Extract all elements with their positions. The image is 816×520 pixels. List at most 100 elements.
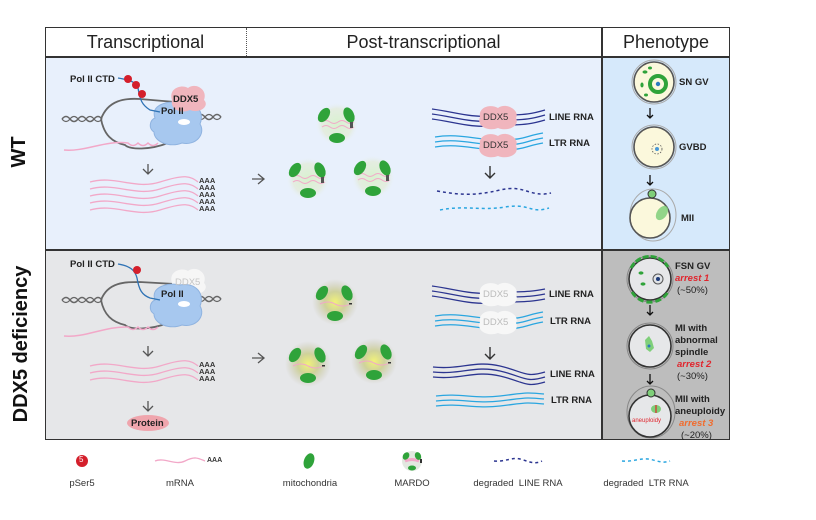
pser5-icon-glyph: 5	[79, 455, 84, 464]
def-mardo-1	[312, 279, 358, 325]
wt-ddx5-line-label: DDX5	[483, 112, 509, 123]
wt-mrna-bundle	[89, 176, 199, 214]
row-divider	[45, 249, 730, 251]
mrna-icon-polya: AAA	[207, 457, 223, 464]
column-header-phenotype: Phenotype	[622, 31, 710, 52]
column-header-transcriptional: Transcriptional	[86, 31, 205, 52]
arrest-3-percent: (~20%)	[681, 430, 712, 441]
degraded-line-rna-icon	[493, 457, 543, 464]
polya-tail: AAA	[199, 204, 216, 213]
phenotype-divider	[601, 27, 603, 440]
wt-pol-ii-ctd-label: Pol II CTD	[70, 74, 115, 85]
legend-label-mardo: MARDO	[394, 478, 430, 489]
polya-tail: AAA	[199, 197, 216, 206]
def-mardo-2	[285, 341, 331, 387]
wt-phenotype-sn-gv	[631, 59, 677, 105]
def-line-rna-label: LINE RNA	[549, 289, 594, 300]
def-pheno-arrow-2	[646, 374, 654, 385]
wt-phenotype-mii	[629, 188, 677, 242]
wt-ddx5-ltr-label: DDX5	[483, 140, 509, 151]
polya-tail: AAA	[199, 360, 216, 369]
pheno-sn-gv-label: SN GV	[679, 77, 709, 88]
transcriptional-dotted-divider	[246, 28, 247, 56]
pser5-icon	[76, 455, 88, 467]
def-accumulation-arrow	[484, 347, 496, 360]
def-pol-ii-shape	[149, 283, 203, 328]
def-pol-ii-label: Pol II	[161, 289, 184, 300]
def-polya-list: AAA AAA AAA	[199, 360, 216, 383]
arrest-2-percent: (~30%)	[677, 371, 708, 382]
def-pol-ii-ctd-label: Pol II CTD	[70, 259, 115, 270]
def-line-rna-accumulated	[432, 363, 546, 386]
def-ltr-rna-accumulated-label: LTR RNA	[551, 395, 592, 406]
wt-dna-left	[61, 115, 103, 123]
arrest-3-label: arrest 3	[679, 418, 714, 429]
legend-label-mrna: mRNA	[166, 478, 194, 489]
wt-pser5-2	[132, 81, 140, 89]
def-transcription-scene	[61, 263, 266, 431]
polya-tail: AAA	[199, 176, 216, 185]
wt-degradation-arrow	[484, 166, 496, 179]
def-mardo-group	[285, 279, 397, 387]
pheno-gvbd-label: GVBD	[679, 142, 707, 153]
protein-label: Protein	[131, 418, 164, 429]
wt-mardo-3	[351, 155, 395, 199]
diagram-frame	[45, 27, 730, 440]
def-ddx5-label-faded: DDX5	[175, 277, 201, 288]
wt-pser5-1	[124, 75, 132, 83]
wt-nascent-mrna	[63, 141, 159, 151]
wt-pser5-3	[138, 90, 146, 98]
def-ddx5-ltr-label: DDX5	[483, 317, 509, 328]
aneuploidy-inner-label: aneuploidy	[632, 418, 662, 424]
polya-tail: AAA	[199, 367, 216, 376]
wt-line-rna-label: LINE RNA	[549, 112, 594, 123]
wt-ltr-rna-label: LTR RNA	[549, 138, 590, 149]
def-ddx5-line-label: DDX5	[483, 289, 509, 300]
pheno-fsn-gv-label: FSN GV arrest 1 (~50%)	[675, 261, 711, 296]
legend-icons	[76, 451, 671, 471]
arrest-2-label: arrest 2	[677, 359, 712, 370]
wt-pheno-arrow-2	[646, 175, 654, 186]
arrest-1-label: arrest 1	[675, 273, 710, 284]
wt-ddx5-label: DDX5	[173, 94, 199, 105]
mitochondria-icon	[303, 453, 315, 469]
def-ltr-rna-accumulated	[435, 392, 545, 408]
wt-polya-list: AAA AAA AAA AAA AAA	[199, 176, 216, 213]
wt-mardo-group	[286, 102, 395, 201]
def-pheno-arrow-1	[646, 305, 654, 316]
def-ddx5-ltr-faded	[479, 310, 517, 335]
polya-tail: AAA	[199, 183, 216, 192]
def-ddx5-line-faded	[479, 282, 517, 307]
pheno-mii-aneuploidy-label: MII with aneuploidy arrest 3 (~20%)	[675, 394, 726, 441]
header-divider	[45, 56, 730, 58]
pheno-mi-abnormal-label: MI with abnormal spindle arrest 2 (~30%)	[675, 323, 718, 382]
pheno-mii-label: MII	[681, 213, 695, 224]
wt-mardo-1	[315, 102, 359, 146]
def-phenotype-mi-abnormal	[626, 322, 674, 370]
wt-ddx5-line-blob	[479, 105, 517, 130]
wt-degraded-line-rna	[436, 187, 552, 195]
wt-to-post-arrow	[252, 173, 266, 185]
wt-ddx5-ltr-blob	[479, 133, 517, 158]
legend-label-degraded-ltr-rna: degraded LTR RNA	[603, 478, 689, 489]
def-pser5	[133, 266, 141, 274]
wt-phenotype-gvbd	[631, 124, 677, 170]
legend-label-mitochondria: mitochondria	[282, 478, 338, 489]
def-phenotype-fsn-gv	[626, 254, 674, 304]
legend-label-pser5: pSer5	[69, 478, 95, 489]
legend-label-degraded-line-rna: degraded LINE RNA	[473, 478, 563, 489]
arrest-1-percent: (~50%)	[677, 285, 708, 296]
degraded-ltr-rna-icon	[621, 458, 671, 463]
wt-degraded-ltr-rna	[439, 205, 550, 211]
def-mardo-3	[351, 338, 397, 384]
wt-pheno-arrow-1	[646, 108, 654, 119]
wt-ddx5-blob	[171, 85, 206, 112]
def-ltr-rna-label: LTR RNA	[550, 316, 591, 327]
wt-mardo-2	[286, 157, 330, 201]
mardo-icon	[402, 451, 422, 471]
def-mrna-bundle	[89, 360, 199, 384]
def-ctd-tail	[117, 263, 161, 301]
def-line-rna-accumulated-label: LINE RNA	[550, 369, 595, 380]
wt-pol-ii-cleft	[178, 119, 190, 125]
